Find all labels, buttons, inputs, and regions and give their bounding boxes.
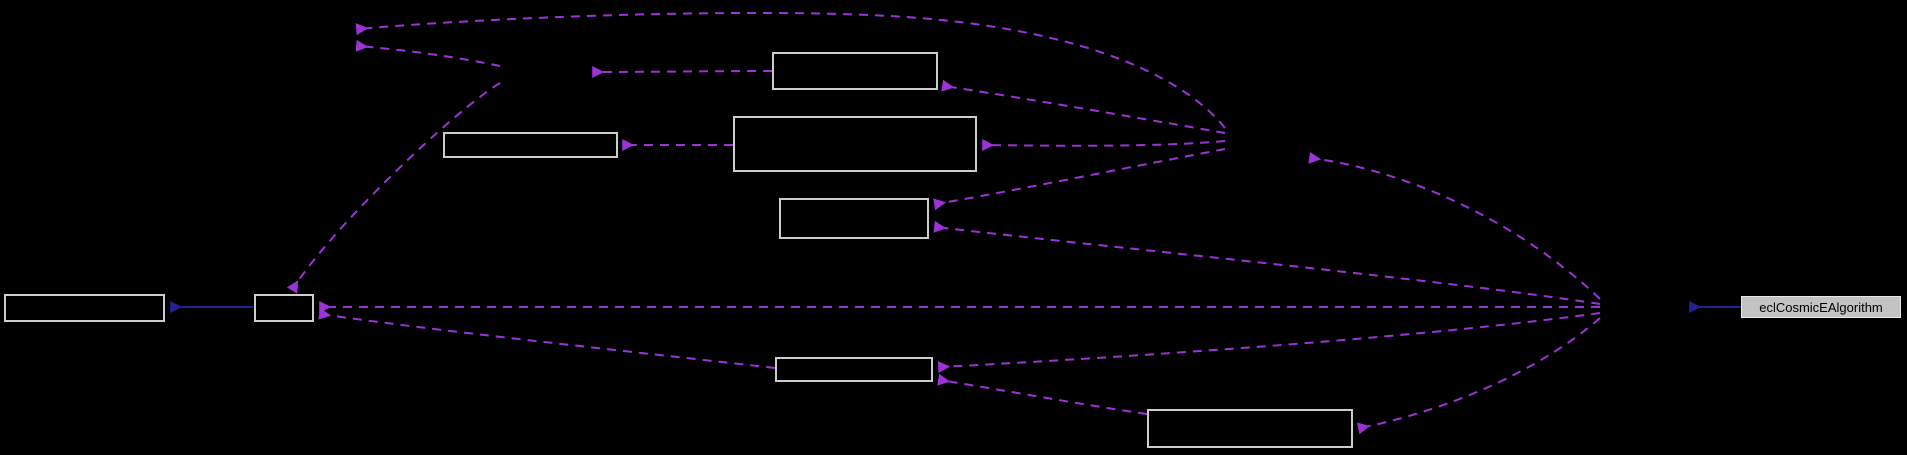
edge-to-upper-left-short — [355, 39, 501, 67]
edge-box7-to-smallbox — [318, 307, 776, 369]
edge-layer — [170, 11, 1741, 435]
node-left[interactable] — [443, 132, 618, 158]
node-top[interactable] — [772, 52, 938, 90]
node-lower-middle[interactable] — [775, 357, 933, 382]
edge-hub1-to-hub2 — [1308, 151, 1601, 300]
node-middle-large[interactable] — [733, 116, 977, 172]
edge-hub2-to-midbox — [982, 138, 1226, 151]
edge-hub1-to-box4 — [933, 220, 1601, 305]
edge-hub1-to-box8 — [1357, 317, 1601, 435]
edge-hub2-to-topbox — [941, 79, 1226, 134]
node-eclCosmicEAlgorithm[interactable]: eclCosmicEAlgorithm — [1741, 296, 1901, 318]
node-small[interactable] — [254, 294, 314, 322]
edge-hub2-to-box4 — [933, 148, 1226, 211]
node-far-left[interactable] — [4, 294, 165, 322]
edge-topbox-to-left — [592, 66, 773, 79]
edge-hub1-to-box7 — [937, 312, 1601, 374]
node-bottom[interactable] — [1147, 409, 1353, 448]
edge-diag-to-smallbox-top — [286, 82, 501, 294]
node-center[interactable] — [779, 198, 929, 239]
edge-box8-to-box7 — [937, 373, 1148, 415]
